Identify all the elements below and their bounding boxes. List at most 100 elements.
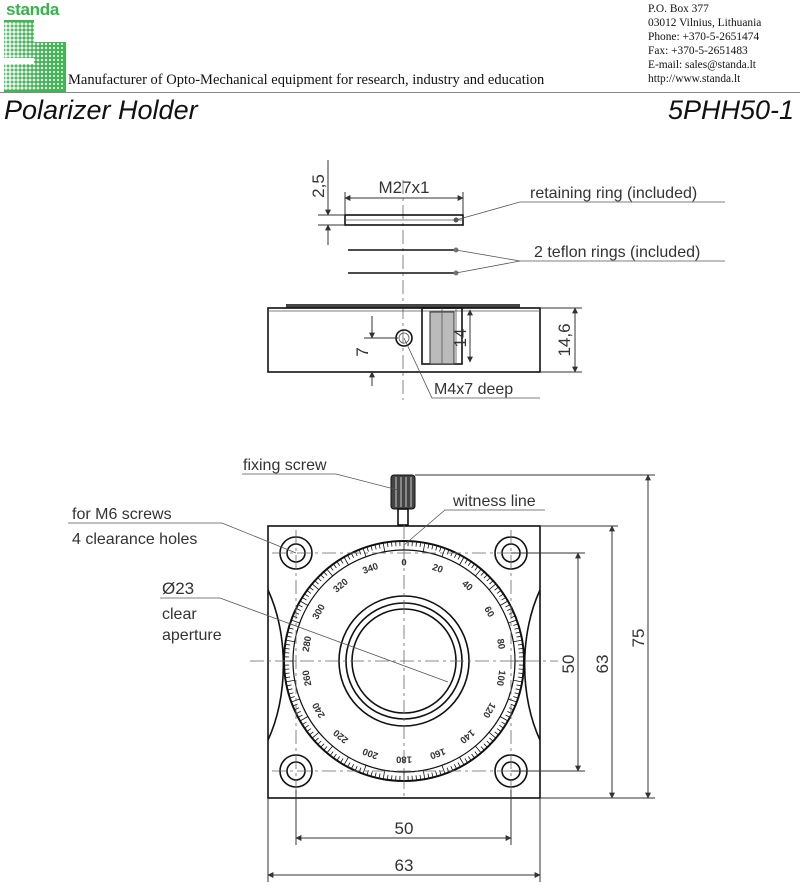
dial-tick — [441, 765, 446, 774]
logo-dot — [61, 71, 63, 73]
model-number: 5PHH50-1 — [667, 95, 794, 125]
dial-tick — [510, 703, 516, 707]
logo-dot — [24, 38, 28, 42]
dial-tick — [382, 770, 386, 780]
logo-dot — [8, 62, 12, 66]
logo-dot — [44, 50, 48, 54]
logo-dot — [56, 30, 60, 34]
logo-dot — [32, 54, 36, 58]
logo-dot — [36, 70, 40, 74]
logo-dot — [48, 46, 52, 50]
logo-dot — [44, 34, 48, 38]
logo-dot — [16, 74, 20, 78]
dial-tick — [516, 684, 522, 687]
logo-dot — [52, 70, 56, 74]
logo-dot — [16, 66, 20, 70]
dial-tick — [336, 561, 341, 566]
logo-dot — [4, 54, 8, 58]
logo-dot — [44, 22, 48, 26]
logo-dot — [20, 34, 24, 38]
dim-ring-thread: M27x1 — [378, 178, 429, 197]
callout-aperture-1: clear — [162, 606, 197, 623]
dial-tick — [439, 770, 442, 776]
dim-overall-height: 75 — [629, 629, 648, 648]
logo-dot — [20, 42, 24, 46]
logo-dot — [44, 42, 48, 46]
logo-dot — [32, 46, 36, 50]
dial-tick — [326, 568, 333, 577]
dial-tick — [431, 544, 434, 550]
dial-tick — [427, 543, 430, 549]
logo-dot — [36, 34, 40, 38]
logo-dot — [20, 38, 24, 42]
logo-dot — [4, 26, 8, 30]
logo-dot — [52, 46, 56, 50]
logo-dot — [44, 62, 48, 66]
dial-tick — [362, 548, 367, 557]
dial-scale-label: 60 — [481, 605, 496, 620]
dial-tick — [494, 731, 499, 736]
logo-dot — [16, 62, 20, 66]
logo-dot — [12, 42, 16, 46]
logo-dot — [56, 66, 60, 70]
dial-tick — [370, 545, 373, 551]
dial-tick — [333, 753, 337, 759]
logo-dot — [20, 30, 24, 34]
logo-dot — [61, 39, 63, 41]
dial-tick — [489, 580, 494, 585]
logo-dot — [32, 26, 36, 30]
logo-dot — [12, 50, 16, 54]
dial-tick — [517, 676, 523, 679]
logo-dot — [24, 22, 28, 26]
logo-dot — [36, 26, 40, 30]
logo-dot — [40, 58, 44, 62]
dial-tick — [467, 756, 472, 761]
dial-tick — [299, 716, 309, 722]
dial-tick — [340, 559, 344, 564]
dial-tick — [366, 770, 369, 776]
logo-dot — [40, 34, 44, 38]
logo-dot — [56, 46, 60, 50]
logo-dot — [56, 22, 60, 26]
logo-dot — [16, 34, 20, 38]
logo-dot — [28, 54, 32, 58]
dial-tick — [494, 586, 499, 591]
logo-dot — [12, 30, 16, 34]
dial-tick — [314, 580, 319, 585]
logo-dot — [44, 66, 48, 70]
page-title: Polarizer Holder — [4, 95, 198, 125]
dial-tick — [474, 751, 479, 756]
logo-dot — [44, 26, 48, 30]
dial-tick — [518, 648, 524, 650]
company-tagline: Manufacturer of Opto-Mechanical equipmen… — [68, 72, 545, 88]
dial-tick — [496, 590, 502, 594]
logo-dot — [52, 74, 56, 78]
dial-tick — [488, 732, 497, 739]
logo-dot — [16, 22, 20, 26]
dial-tick — [284, 672, 290, 674]
logo-dot — [36, 42, 40, 46]
logo-dot — [16, 82, 20, 86]
logo-dot — [24, 74, 28, 78]
dial-tick — [289, 696, 295, 699]
logo-dot — [20, 86, 24, 90]
brand-name: standa — [6, 0, 59, 19]
logo-dot — [28, 74, 32, 78]
dial-tick — [326, 745, 333, 754]
dial-tick — [454, 764, 457, 770]
dim-hole-height: 7 — [353, 347, 372, 356]
logo-dot — [36, 22, 40, 26]
logo-dot — [40, 66, 44, 70]
logo-dot — [36, 86, 40, 90]
dial-tick — [329, 566, 334, 571]
logo-dot — [56, 54, 60, 58]
dial-tick — [450, 551, 454, 557]
logo-dot — [56, 34, 60, 38]
logo-dot — [56, 70, 60, 74]
logo-dot — [56, 26, 60, 30]
callout-fixing-screw: fixing screw — [243, 457, 327, 474]
logo-dot — [61, 67, 63, 69]
dial-scale-label: 260 — [301, 669, 315, 687]
logo-dot — [4, 50, 8, 54]
dial-tick — [515, 688, 521, 691]
